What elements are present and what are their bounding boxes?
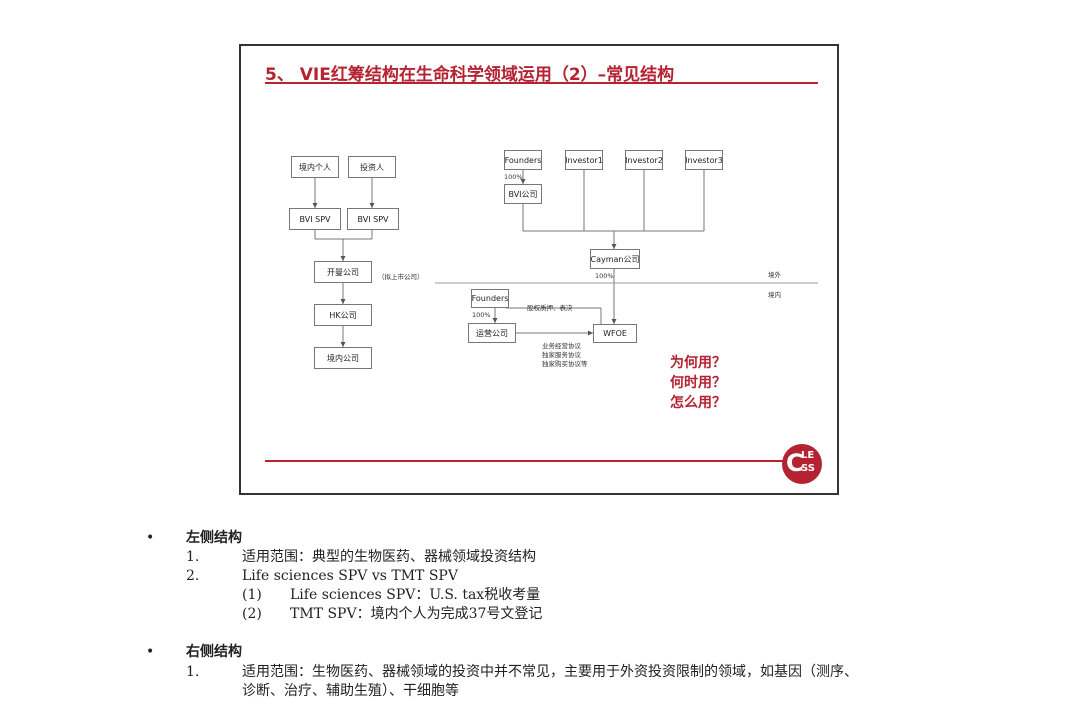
box-investor: 投资人 (348, 156, 396, 178)
box-investor1: Investor1 (565, 150, 603, 170)
label-pledge: 股权质押、表决 (527, 304, 573, 312)
subitem-text: Life sciences SPV：U.S. tax税收考量 (290, 587, 541, 603)
box-domestic-individual: 境内个人 (291, 156, 339, 178)
item-text: 适用范围：典型的生物医药、器械领域投资结构 (242, 549, 536, 565)
question-why: 为何用？ (670, 355, 726, 371)
item-number: 2. (186, 568, 200, 584)
logo-letters-le: LE (801, 450, 815, 461)
slide-title: 5、 VIE红筹结构在生命科学领域运用（2）–常见结构 (265, 65, 675, 85)
item-number: 1. (186, 549, 200, 565)
box-founders-domestic: Founders (471, 289, 509, 308)
subitem-number: (1) (242, 587, 262, 603)
subitem-text: TMT SPV：境内个人为完成37号文登记 (290, 606, 543, 622)
bullet-left: • (146, 530, 155, 546)
box-operating-company: 运营公司 (468, 323, 516, 343)
heading-left-structure: 左侧结构 (186, 530, 242, 546)
box-bvi-spv-left: BVI SPV (289, 208, 341, 230)
box-hk-company: HK公司 (314, 304, 372, 326)
title-divider (265, 82, 818, 84)
listing-note: （拟上市公司） (378, 273, 424, 281)
label-onshore: 境内 (768, 291, 781, 299)
cless-logo: C LE SS (782, 444, 822, 484)
item-text-line2: 诊断、治疗、辅助生殖）、干细胞等 (242, 683, 459, 699)
question-how: 怎么用？ (670, 395, 726, 411)
pct-cayman-wfoe: 100% (595, 272, 614, 280)
box-investor2: Investor2 (625, 150, 663, 170)
footer-divider (265, 460, 787, 462)
box-founders: Founders (504, 150, 542, 170)
box-cayman: Cayman公司 (590, 249, 640, 269)
heading-right-structure: 右侧结构 (186, 644, 242, 660)
item-number: 1. (186, 664, 200, 680)
box-cayman-company: 开曼公司 (314, 261, 372, 283)
agreement-2: 独家服务协议 (542, 351, 581, 359)
slide: 5、 VIE红筹结构在生命科学领域运用（2）–常见结构 (239, 44, 839, 495)
item-text-line1: 适用范围：生物医药、器械领域的投资中并不常见，主要用于外资投资限制的领域，如基因… (242, 664, 858, 680)
pct-founders-bvi: 100% (504, 173, 523, 181)
bullet-right: • (146, 644, 155, 660)
box-bvi-company: BVI公司 (504, 184, 542, 204)
item-text: Life sciences SPV vs TMT SPV (242, 568, 458, 584)
agreement-1: 业务经营协议 (542, 342, 581, 350)
pct-founders-opco: 100% (472, 311, 491, 319)
box-bvi-spv-right: BVI SPV (347, 208, 399, 230)
box-investor3: Investor3 (685, 150, 723, 170)
label-offshore: 境外 (768, 271, 781, 279)
question-when: 何时用？ (670, 375, 726, 391)
connector-lines (312, 170, 818, 347)
subitem-number: (2) (242, 606, 262, 622)
questions: 为何用？ 何时用？ 怎么用？ (670, 353, 726, 413)
box-domestic-company: 境内公司 (314, 347, 372, 369)
agreement-3: 独家购买协议等 (542, 360, 588, 368)
logo-letter-c: C (786, 449, 804, 477)
logo-letters-ss: SS (801, 463, 815, 474)
box-wfoe: WFOE (593, 324, 637, 343)
